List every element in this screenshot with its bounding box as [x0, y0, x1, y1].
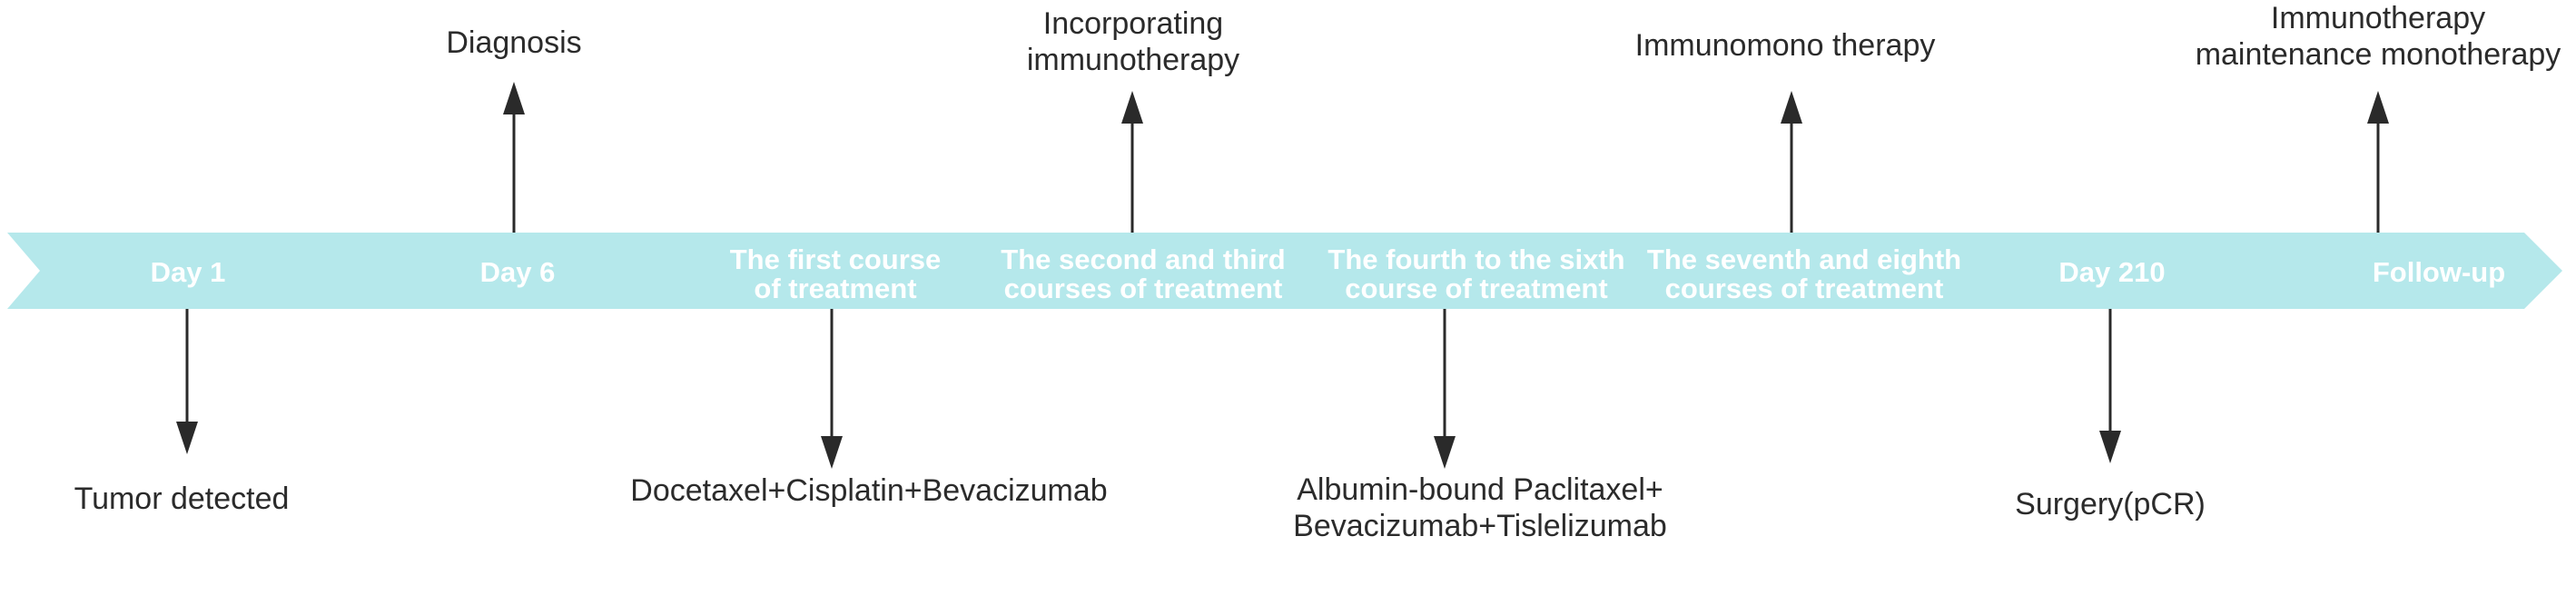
arrow-incorporating: [1121, 91, 1143, 233]
event-tumor-detected-text: Tumor detected: [74, 482, 290, 516]
arrow-immunomono: [1781, 91, 1802, 233]
arrow-maintenance: [2367, 91, 2389, 233]
stage-second-third-line-2: courses of treatment: [1003, 273, 1283, 304]
event-tumor-detected: Tumor detected: [74, 481, 290, 517]
stage-day-210-text: Day 210: [2058, 256, 2166, 288]
arrow-diagnosis: [503, 82, 525, 233]
event-surgery: Surgery(pCR): [2015, 486, 2206, 522]
arrow-second-regimen-head: [1434, 436, 1456, 469]
stage-first-course: The first course of treatment: [730, 245, 942, 303]
stage-fourth-sixth-course: The fourth to the sixth course of treatm…: [1327, 245, 1624, 303]
event-maintenance-line-2: maintenance monotherapy: [2195, 37, 2561, 72]
stage-first-course-line-2: of treatment: [754, 273, 917, 304]
event-immunomono-therapy: Immunomono therapy: [1635, 27, 1936, 64]
event-diagnosis: Diagnosis: [446, 25, 581, 61]
arrow-surgery: [2099, 309, 2121, 463]
event-maintenance-monotherapy: Immunotherapy maintenance monotherapy: [2196, 0, 2561, 73]
arrow-immunomono-head: [1781, 91, 1802, 124]
stage-fourth-sixth-line-1: The fourth to the sixth: [1327, 243, 1625, 275]
stage-seventh-eighth-line-1: The seventh and eighth: [1646, 243, 1962, 275]
arrow-tumor-detected: [176, 309, 198, 454]
event-diagnosis-text: Diagnosis: [446, 25, 582, 60]
event-first-regimen-text: Docetaxel+Cisplatin+Bevacizumab: [630, 473, 1108, 508]
stage-fourth-sixth-line-2: course of treatment: [1345, 273, 1608, 304]
event-first-regimen: Docetaxel+Cisplatin+Bevacizumab: [630, 472, 1107, 509]
event-surgery-text: Surgery(pCR): [2015, 487, 2206, 522]
stage-second-third-course: The second and third courses of treatmen…: [1001, 245, 1285, 303]
stage-follow-up: Follow-up: [2373, 258, 2505, 287]
stage-follow-up-text: Follow-up: [2372, 256, 2506, 288]
arrow-tumor-detected-head: [176, 422, 198, 454]
stage-day-1: Day 1: [151, 258, 226, 287]
event-incorporating-line-2: immunotherapy: [1026, 43, 1240, 77]
timeline-band: [7, 233, 2562, 309]
arrow-second-regimen: [1434, 309, 1456, 469]
arrow-maintenance-head: [2367, 91, 2389, 124]
arrows-group: [176, 82, 2389, 469]
stage-seventh-eighth-course: The seventh and eighth courses of treatm…: [1647, 245, 1961, 303]
event-incorporating-line-1: Incorporating: [1042, 6, 1224, 41]
stage-day-210: Day 210: [2058, 258, 2165, 287]
event-incorporating-immunotherapy: Incorporating immunotherapy: [1027, 5, 1239, 78]
stage-seventh-eighth-line-2: courses of treatment: [1664, 273, 1944, 304]
stage-day-1-text: Day 1: [150, 256, 226, 288]
arrow-diagnosis-head: [503, 82, 525, 114]
arrow-first-regimen: [821, 309, 843, 469]
arrow-incorporating-head: [1121, 91, 1143, 124]
stage-second-third-line-1: The second and third: [1001, 243, 1286, 275]
event-immunomono-text: Immunomono therapy: [1634, 28, 1936, 63]
stage-first-course-line-1: The first course: [729, 243, 942, 275]
event-second-regimen: Albumin-bound Paclitaxel+ Bevacizumab+Ti…: [1293, 472, 1667, 544]
event-second-regimen-line-1: Albumin-bound Paclitaxel+: [1297, 472, 1663, 507]
stage-day-6: Day 6: [480, 258, 556, 287]
event-second-regimen-line-2: Bevacizumab+Tislelizumab: [1293, 509, 1667, 543]
arrow-surgery-head: [2099, 431, 2121, 463]
stage-day-6-text: Day 6: [479, 256, 556, 288]
arrow-first-regimen-head: [821, 436, 843, 469]
event-maintenance-line-1: Immunotherapy: [2270, 1, 2486, 35]
